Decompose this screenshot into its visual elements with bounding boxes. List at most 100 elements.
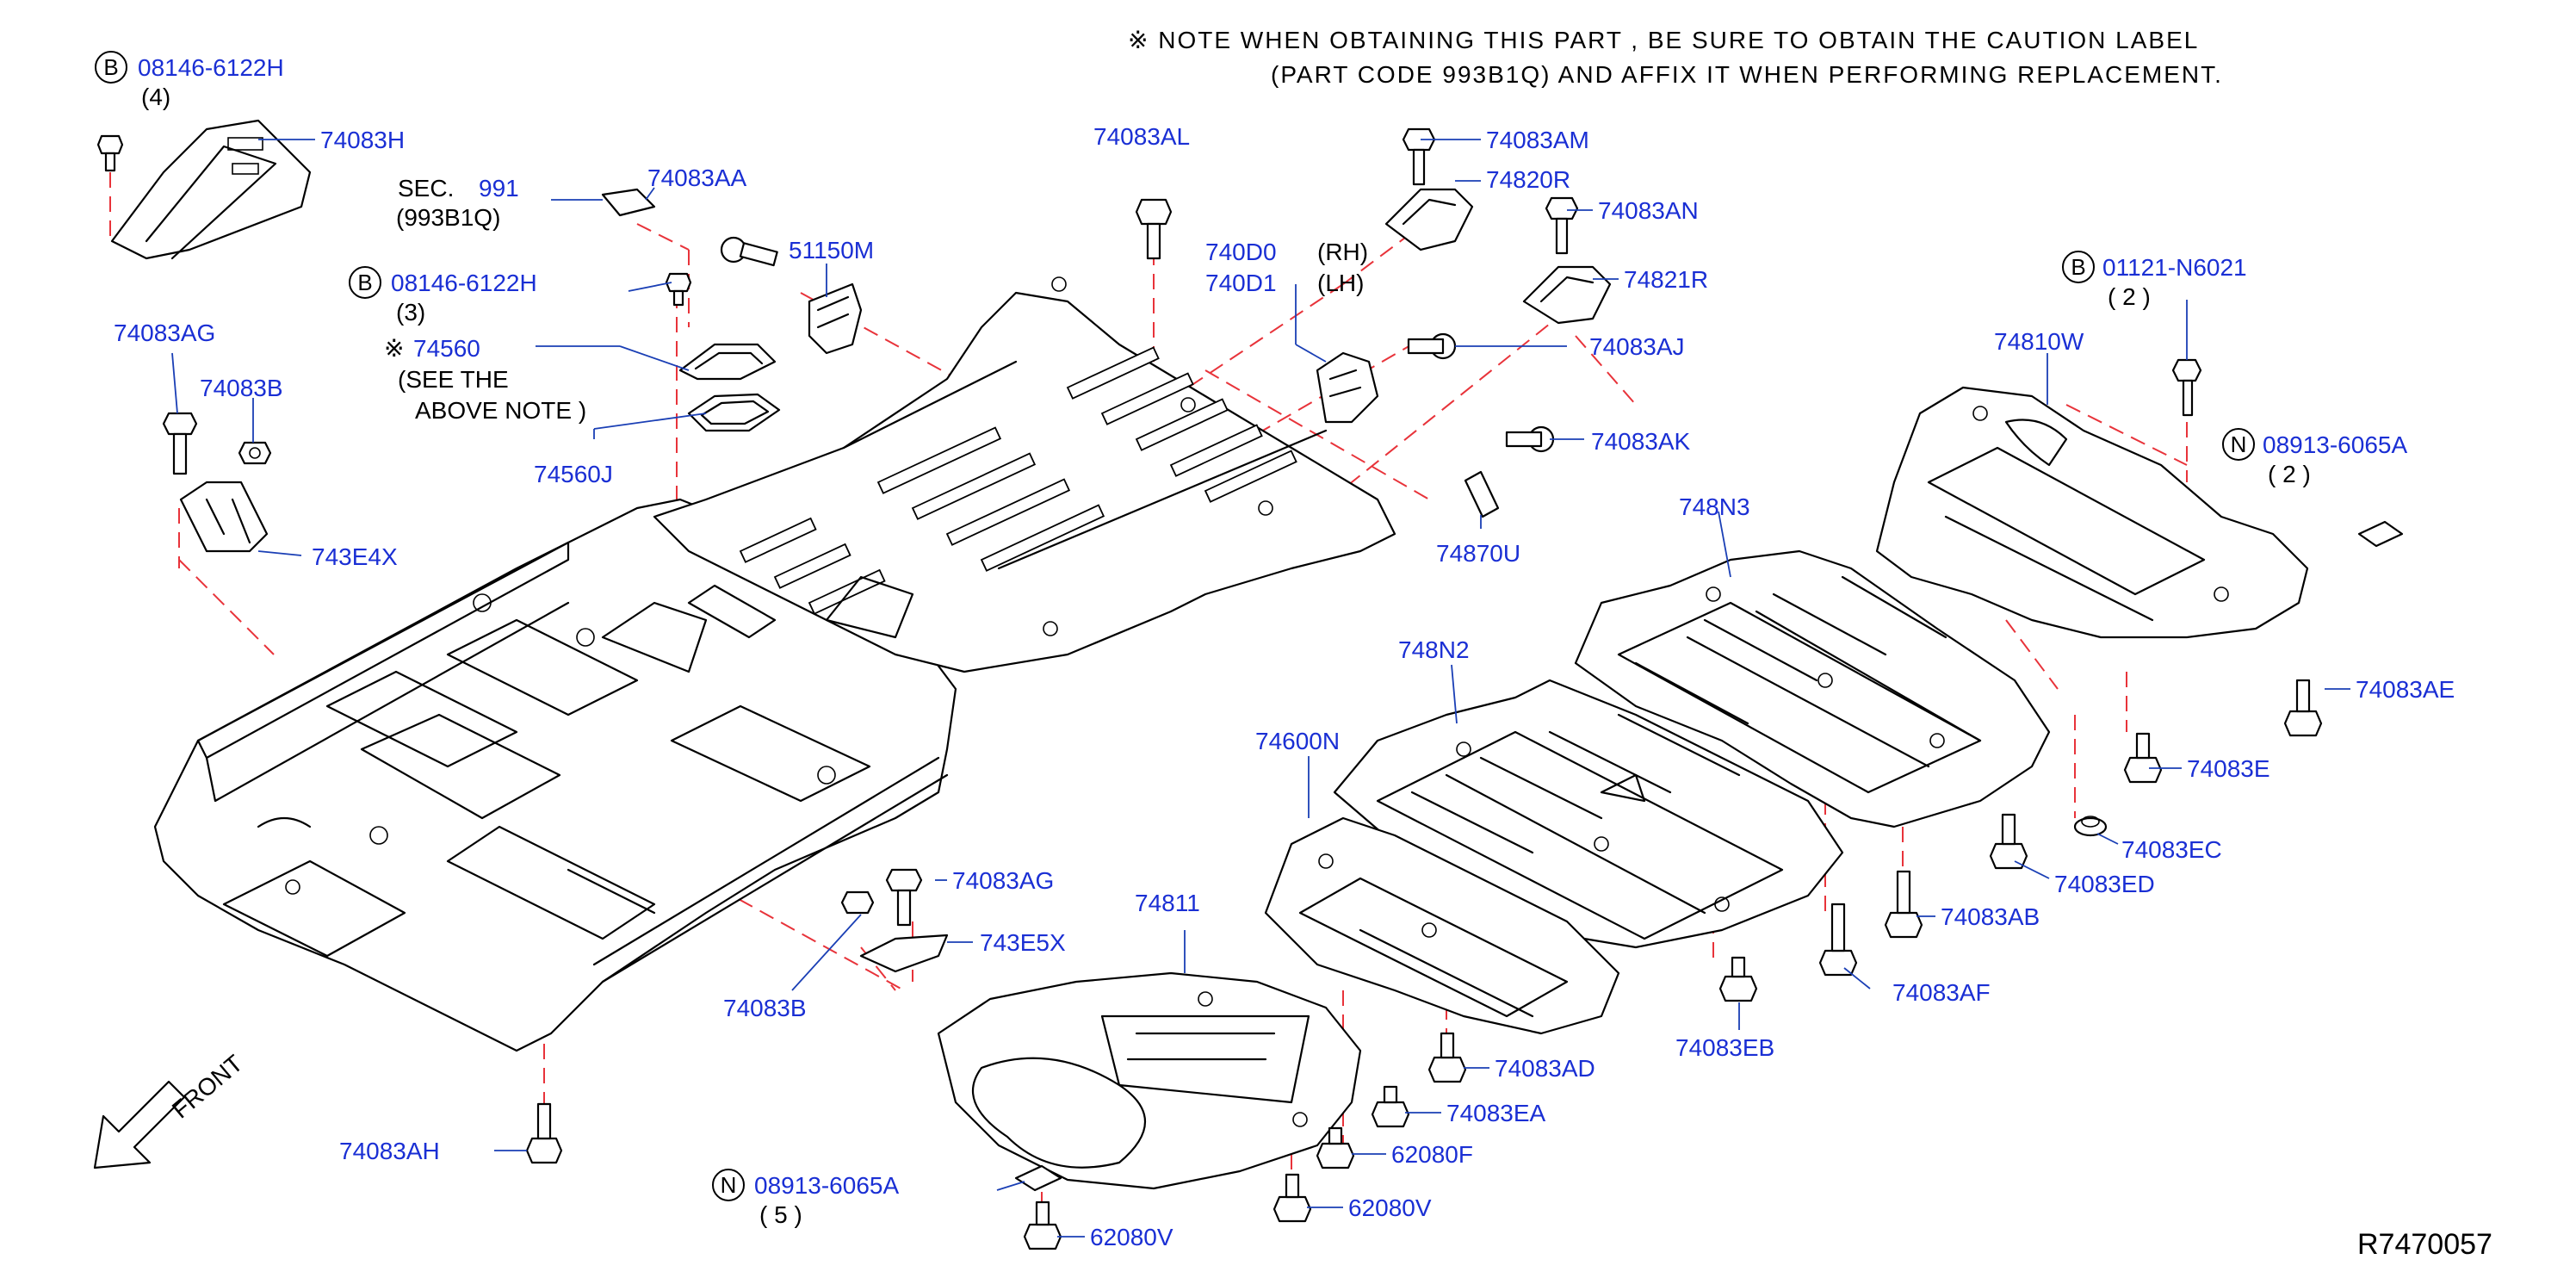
- nut-74083B-icon: [238, 441, 272, 465]
- nut-74083B-mid-icon: [840, 890, 875, 915]
- bolt-74083AG-mid-icon: [885, 868, 923, 927]
- callout-74083AH: 74083AH: [339, 1138, 440, 1164]
- bolt-74083AL-icon: [1135, 198, 1173, 260]
- bolt-b3-icon: [665, 272, 692, 307]
- callout-62080V: 62080V: [1090, 1224, 1173, 1250]
- part-callouts: 74083H 74083AA 51150M 74083AL 74083AM 74…: [114, 123, 2455, 1250]
- seal-74560-part: [678, 343, 777, 381]
- callout-74083AF: 74083AF: [1892, 979, 1991, 1006]
- callout-74083H: 74083H: [320, 127, 405, 153]
- callout-74083EC: 74083EC: [2121, 836, 2222, 863]
- bolt-74083AF-icon: [1818, 903, 1858, 977]
- quantity: ( 5 ): [759, 1201, 802, 1228]
- leader-lines: [171, 139, 2350, 1238]
- callout-74083AM: 74083AM: [1486, 127, 1589, 153]
- caution-label-part: [601, 188, 656, 217]
- part-number: 01121-N6021: [2102, 254, 2247, 281]
- callout-74083B: 74083B: [200, 375, 283, 401]
- callout-74560J: 74560J: [534, 461, 613, 487]
- bolt-74083AN-icon: [1545, 196, 1579, 255]
- section-number: 991: [479, 175, 519, 202]
- bolt-callout-n-right: N 08913-6065A ( 2 ): [2222, 428, 2407, 487]
- callout-74560: 74560: [413, 335, 480, 362]
- grommet-74083EC-icon: [2073, 816, 2108, 837]
- under-cover-748N2-part: [1333, 679, 1844, 949]
- note-mark: ※: [384, 335, 404, 362]
- note-line-2: (PART CODE 993B1Q) AND AFFIX IT WHEN PER…: [1271, 61, 2223, 88]
- callout-740D1: 740D1: [1205, 270, 1277, 296]
- part-number: 08913-6065A: [2263, 431, 2407, 458]
- bolt-74083EA-icon: [1371, 1085, 1410, 1128]
- note-line-1: ※ NOTE WHEN OBTAINING THIS PART , BE SUR…: [1128, 27, 2199, 53]
- splash-shield-74810W-part: [1875, 386, 2309, 639]
- bolt-62080V-right-icon: [1273, 1173, 1312, 1223]
- quantity: ( 2 ): [2108, 283, 2151, 310]
- bolt-callout-b-right: B 01121-N6021 ( 2 ): [2062, 251, 2247, 310]
- callout-740D0: 740D0: [1205, 239, 1277, 265]
- bolt-74083AM-icon: [1402, 127, 1436, 186]
- callout-74083EB: 74083EB: [1675, 1034, 1774, 1061]
- badge-b: B: [2071, 254, 2085, 280]
- callout-74083AJ: 74083AJ: [1589, 333, 1685, 360]
- callout-74083AB: 74083AB: [1941, 903, 2040, 930]
- bracket-743E4X-part: [179, 481, 269, 553]
- clip-08913-bottom-icon: [1014, 1164, 1062, 1192]
- part-number: 08913-6065A: [754, 1172, 899, 1199]
- under-cover-74600N-part: [1264, 816, 1620, 1035]
- callout-62080F: 62080F: [1391, 1141, 1473, 1168]
- callout-51150M: 51150M: [789, 237, 874, 264]
- bolt-74083AG-icon: [162, 412, 198, 475]
- callout-74811: 74811: [1135, 890, 1200, 916]
- bracket-743E5X-part: [859, 934, 949, 973]
- callout-74083ED: 74083ED: [2054, 871, 2155, 897]
- callout-74083AK: 74083AK: [1591, 428, 1691, 455]
- callout-748N2: 748N2: [1398, 636, 1470, 663]
- callout-62080V: 62080V: [1348, 1194, 1432, 1221]
- bolt-74083EB-icon: [1718, 956, 1758, 1002]
- badge-n: N: [721, 1172, 737, 1198]
- callout-743E4X: 743E4X: [312, 543, 398, 570]
- side-rh: (RH): [1317, 239, 1368, 265]
- side-lh: (LH): [1317, 270, 1364, 296]
- clip-74870U-part: [1464, 470, 1500, 518]
- bolt-callout-b-top: B 08146-6122H (4): [95, 51, 284, 110]
- bolt-top-left-icon: [96, 134, 124, 172]
- under-cover-748N3-part: [1574, 549, 2051, 828]
- part-number: 08146-6122H: [138, 54, 284, 81]
- bracket-74083H-part: [110, 119, 312, 260]
- bolt-callout-n-bottom: N 08913-6065A ( 5 ): [712, 1169, 899, 1228]
- callout-74083AD: 74083AD: [1495, 1055, 1595, 1082]
- bolt-74083AK-icon: [1505, 425, 1555, 453]
- callout-74810W: 74810W: [1994, 328, 2084, 355]
- badge-b: B: [357, 270, 372, 295]
- bracket-51150M-part: [808, 282, 863, 355]
- quantity: (3): [396, 299, 425, 326]
- floor-panel: [153, 498, 957, 1052]
- callout-743E5X: 743E5X: [980, 929, 1066, 956]
- bolt-74083AJ-icon: [1407, 332, 1457, 360]
- callout-74600N: 74600N: [1255, 728, 1340, 754]
- section-prefix: SEC.: [398, 175, 454, 202]
- rear-floor-panel: [653, 276, 1396, 673]
- callout-74083EA: 74083EA: [1446, 1100, 1546, 1126]
- bolt-01121-icon: [2171, 358, 2202, 417]
- callout-74821R: 74821R: [1624, 266, 1708, 293]
- quantity: ( 2 ): [2268, 461, 2311, 487]
- bolt-74083AH-icon: [525, 1102, 563, 1164]
- callout-74820R: 74820R: [1486, 166, 1570, 193]
- callout-74083E: 74083E: [2187, 755, 2270, 782]
- see-note-line-2: ABOVE NOTE ): [415, 397, 586, 424]
- front-under-cover-74811-part: [937, 971, 1362, 1190]
- front-label: FRONT: [167, 1050, 248, 1124]
- seal-74560J-part: [687, 393, 781, 432]
- bracket-74821R-part: [1522, 265, 1612, 325]
- bolt-74083AB-icon: [1884, 870, 1923, 939]
- bolt-74083AA-icon: [720, 236, 778, 267]
- callout-748N3: 748N3: [1679, 493, 1750, 520]
- bolt-74083E-icon: [2123, 732, 2163, 784]
- bracket-740D0-part: [1316, 351, 1379, 424]
- bolt-74083AD-icon: [1427, 1032, 1467, 1083]
- callout-74083AN: 74083AN: [1598, 197, 1699, 224]
- part-number: 08146-6122H: [391, 270, 537, 296]
